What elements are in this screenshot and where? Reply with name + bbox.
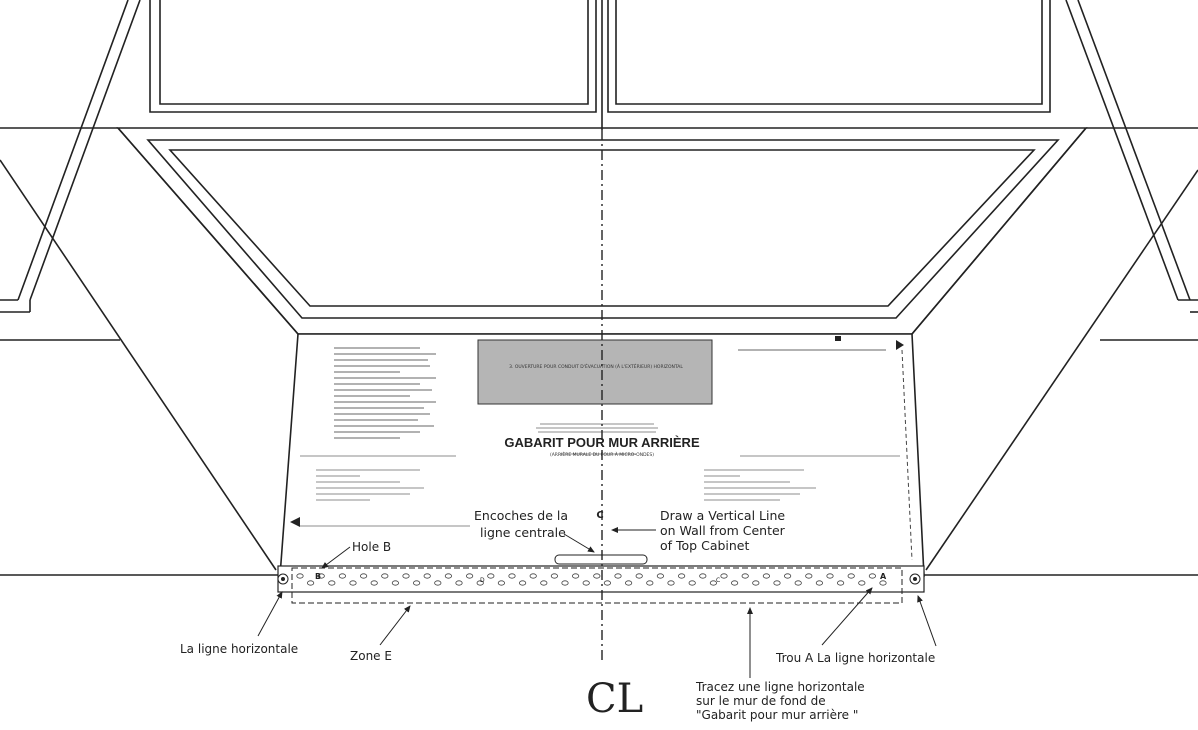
instruction-text-center: [536, 423, 658, 455]
mounting-hole: [317, 573, 325, 579]
mounting-hole: [603, 580, 612, 586]
left-side-cabinet: [0, 0, 299, 571]
vent-opening-box: [477, 339, 713, 405]
mounting-hole: [476, 580, 484, 586]
svg-text:of Top Cabinet: of Top Cabinet: [660, 538, 749, 553]
mounting-hole: [550, 573, 559, 579]
mounting-hole: [741, 573, 749, 579]
mounting-hole: [868, 573, 877, 579]
instruction-text-lower-right: [704, 455, 900, 501]
mounting-hole: [359, 573, 368, 579]
mounting-hole: [646, 580, 654, 586]
mounting-hole: [656, 573, 665, 579]
mounting-hole: [858, 580, 866, 586]
hole-b-mark: B: [315, 572, 321, 581]
mounting-hole: [370, 580, 378, 586]
centerline-notch: [554, 554, 648, 565]
callout-zone-e: Zone E: [350, 605, 411, 663]
mounting-hole: [847, 573, 855, 579]
mounting-hole: [540, 580, 548, 586]
upper-cabinet-doors: [149, 0, 1051, 130]
mounting-hole: [762, 573, 771, 579]
centerline-symbol: CL: [586, 676, 643, 722]
mounting-hole: [561, 580, 569, 586]
right-side-cabinet: [911, 0, 1198, 571]
svg-text:on Wall from Center: on Wall from Center: [660, 523, 786, 538]
instruction-text-lower-left: [300, 455, 470, 527]
mounting-hole: [518, 580, 527, 586]
mounting-hole: [773, 580, 781, 586]
mounting-hole: [455, 580, 463, 586]
svg-text:sur le mur de fond de: sur le mur de fond de: [696, 694, 826, 708]
mounting-hole: [624, 580, 633, 586]
mounting-hole: [688, 580, 696, 586]
mounting-hole: [391, 580, 399, 586]
mounting-hole: [306, 580, 315, 586]
mounting-hole: [794, 580, 802, 586]
callout-vertical-line: Draw a Vertical Line on Wall from Center…: [611, 508, 786, 553]
mounting-hole: [328, 580, 336, 586]
hole-c-mark: C: [716, 577, 720, 584]
mounting-hole: [667, 580, 675, 586]
svg-text:Trou A La ligne horizontale: Trou A La ligne horizontale: [775, 651, 935, 665]
svg-text:La ligne horizontale: La ligne horizontale: [180, 642, 298, 656]
mounting-hole: [699, 573, 707, 579]
hole-a-mark: A: [880, 572, 887, 581]
center-mark: C: [596, 510, 603, 521]
mounting-hole: [730, 580, 739, 586]
svg-text:Tracez une ligne horizontale: Tracez une ligne horizontale: [695, 680, 865, 694]
callout-hole-b: Hole B: [321, 540, 391, 569]
mounting-hole: [582, 580, 590, 586]
svg-text:Hole B: Hole B: [352, 540, 391, 554]
mounting-hole: [826, 573, 834, 579]
rear-wall-template: 3. OUVERTURE POUR CONDUIT D'ÉVACUATION (…: [277, 333, 925, 604]
svg-text:Draw a Vertical Line: Draw a Vertical Line: [660, 508, 785, 523]
zone-e-dashed: [291, 567, 903, 604]
callout-horizontal-left: La ligne horizontale: [180, 591, 298, 656]
mounting-hole: [434, 580, 442, 586]
callout-hole-a: Trou A La ligne horizontale: [775, 587, 937, 665]
mounting-hole: [720, 573, 728, 579]
mounting-hole: [349, 580, 357, 586]
mounting-hole: [402, 573, 410, 579]
svg-text:Encoches de la: Encoches de la: [474, 508, 568, 523]
callout-centerline-notches: Encoches de la ligne centrale: [474, 508, 595, 553]
svg-text:ligne centrale: ligne centrale: [480, 525, 566, 540]
mounting-hole: [444, 573, 452, 579]
mounting-hole: [465, 573, 474, 579]
mounting-hole: [783, 573, 792, 579]
mounting-hole: [571, 573, 580, 579]
mounting-hole: [338, 573, 346, 579]
svg-text:Zone E: Zone E: [350, 649, 392, 663]
mounting-hole: [805, 573, 813, 579]
mounting-hole: [836, 580, 845, 586]
mounting-hole: [423, 573, 431, 579]
instruction-text-left: [334, 347, 436, 439]
mounting-hole: [487, 573, 495, 579]
vent-opening-label: 3. OUVERTURE POUR CONDUIT D'ÉVACUATION (…: [509, 362, 683, 370]
mounting-hole: [497, 580, 505, 586]
svg-text:"Gabarit pour mur arrière ": "Gabarit pour mur arrière ": [696, 708, 858, 722]
mounting-hole: [815, 580, 824, 586]
mounting-hole: [381, 573, 389, 579]
mounting-holes: [296, 573, 887, 586]
mounting-hole: [677, 573, 686, 579]
mounting-hole: [296, 573, 304, 579]
mounting-strip: [277, 565, 925, 593]
mounting-hole: [593, 573, 601, 579]
mounting-hole: [412, 580, 421, 586]
mounting-hole: [709, 580, 718, 586]
hole-d-mark: D: [480, 577, 485, 584]
callout-trace-line: Tracez une ligne horizontale sur le mur …: [695, 607, 865, 722]
mounting-hole: [508, 573, 516, 579]
mounting-hole: [529, 573, 537, 579]
mounting-hole: [614, 573, 622, 579]
mounting-hole: [752, 580, 760, 586]
template-title: GABARIT POUR MUR ARRIÈRE: [504, 435, 700, 450]
mounting-hole: [879, 580, 887, 586]
mounting-hole: [635, 573, 643, 579]
